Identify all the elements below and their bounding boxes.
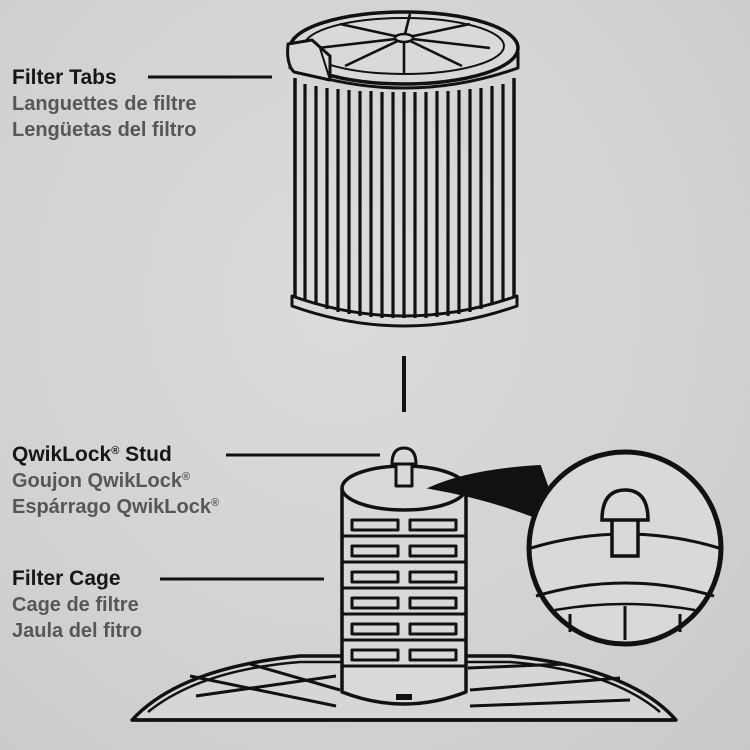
qwiklock-stud-callout: QwikLock® Stud Goujon QwikLock® Espárrag… [12,444,219,517]
cartridge-filter [286,10,520,328]
filter-cage-label-es: Jaula del fitro [12,620,143,642]
filter-tabs-label-en: Filter Tabs [12,66,117,89]
filter-tabs-label-es: Lengüetas del filtro [12,119,197,141]
qwiklock-stud-label-fr: Goujon QwikLock® [12,470,191,492]
filter-tabs-callout: Filter Tabs Languettes de filtre Lengüet… [12,67,196,140]
filter-cage-label-en: Filter Cage [12,567,121,590]
filter-bottom-rim [290,294,519,328]
filter-cap-spokes [317,13,491,74]
qwiklock-stud [390,446,418,488]
filter-cage [340,446,468,706]
filter-tabs-label-fr: Languettes de filtre [12,93,197,115]
cage-grille [342,518,466,668]
stud-detail-magnifier [426,449,724,647]
qwiklock-stud-label-en: QwikLock® Stud [12,443,172,466]
filter-cage-callout: Filter Cage Cage de filtre Jaula del fit… [12,568,142,641]
filter-pleats [303,84,505,318]
filter-tab [286,38,332,82]
qwiklock-stud-label-es: Espárrago QwikLock® [12,496,220,518]
filter-cage-label-fr: Cage de filtre [12,594,139,616]
